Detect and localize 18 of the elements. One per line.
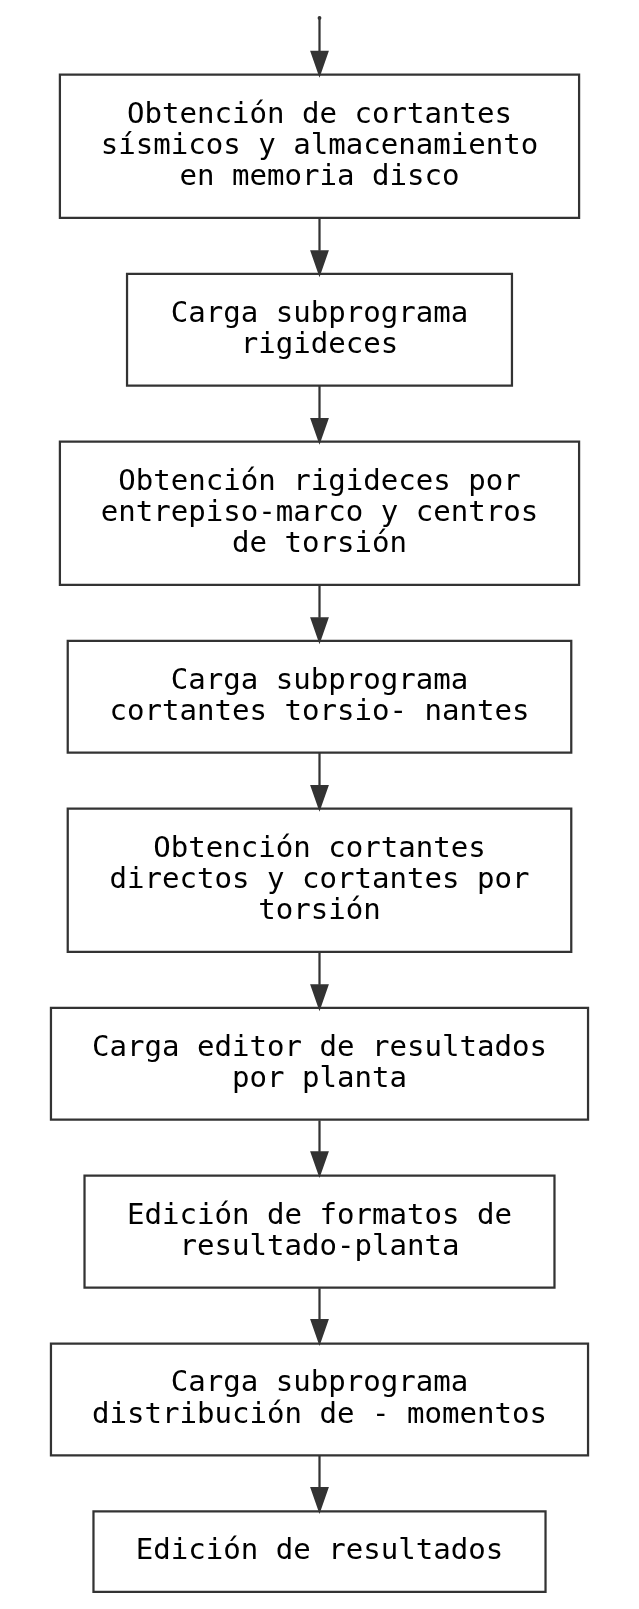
arrow bbox=[310, 385, 329, 445]
arrow bbox=[310, 952, 329, 1012]
node-box: Carga subprograma distribución de - momentos bbox=[49, 1342, 590, 1457]
node-box: Carga editor de resultados por planta bbox=[49, 1006, 590, 1121]
arrow bbox=[310, 585, 329, 645]
arrow bbox=[310, 1120, 329, 1179]
arrow bbox=[310, 752, 329, 812]
node-box: Obtención rigideces por entrepiso-marco y centros de torsión bbox=[58, 440, 581, 586]
node-box: Edición de resultados bbox=[92, 1510, 547, 1594]
arrow bbox=[310, 1288, 329, 1346]
node-box: Carga subprograma rigideces bbox=[125, 272, 514, 387]
node-box: Edición de formatos de resultado-planta bbox=[83, 1174, 556, 1289]
node-box: Obtención cortantes directos y cortantes por torsión bbox=[66, 807, 573, 953]
node-box: Carga subprograma cortantes torsio- nantes bbox=[66, 639, 573, 754]
arrow bbox=[310, 1455, 329, 1514]
node-box: Obtención de cortantes sísmicos y almacenamiento en memoria disco bbox=[58, 73, 581, 219]
arrow bbox=[310, 218, 329, 278]
arrow bbox=[310, 19, 329, 78]
